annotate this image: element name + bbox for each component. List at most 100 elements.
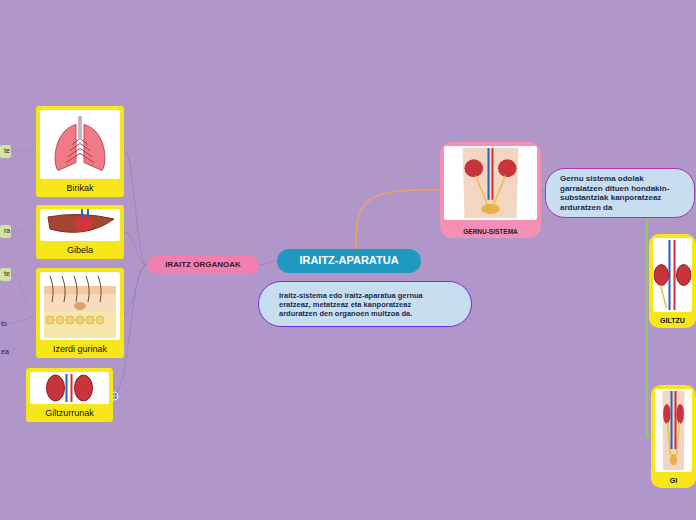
sub-topic: te (0, 145, 11, 158)
node-text: IRAITZ ORGANOAK (151, 260, 255, 270)
image-node: GILTZU (649, 234, 696, 328)
connector (11, 151, 36, 152)
bronchus (80, 139, 88, 145)
image-node: Izerdi gurinak (36, 268, 124, 358)
kidney (663, 404, 670, 424)
epidermis (44, 286, 116, 294)
artery (674, 240, 676, 310)
kidney (676, 404, 683, 424)
sub-topic: te (0, 268, 11, 281)
picture-frame (655, 389, 692, 472)
artery (675, 391, 677, 449)
node-caption: GERNU-SISTEMA (440, 228, 541, 235)
vein (66, 374, 68, 402)
leader-line (10, 330, 36, 352)
picture-frame (40, 110, 120, 179)
lung (55, 125, 76, 171)
fat-cell (76, 316, 84, 324)
connector (259, 261, 277, 265)
hair (50, 276, 53, 302)
bronchus (80, 149, 92, 157)
picture-frame (40, 272, 120, 340)
picture (40, 272, 120, 340)
illustration (649, 234, 696, 328)
node-caption: Izerdi gurinak (36, 345, 124, 355)
fat-cell (56, 316, 64, 324)
dermis (44, 294, 116, 312)
node-caption: Giltzurrunak (26, 409, 113, 419)
lung (84, 125, 105, 171)
sub-topic: ra (0, 225, 11, 238)
connector (11, 275, 36, 314)
fat-cell (96, 316, 104, 324)
node-caption: Birikak (36, 184, 124, 194)
artery (71, 374, 73, 402)
kidney (498, 159, 517, 177)
node-text: te (4, 147, 7, 155)
connector (124, 152, 147, 266)
node-caption: Gibela (36, 246, 124, 256)
illustration (440, 142, 541, 238)
picture-frame (40, 209, 120, 241)
node-text: ra (4, 227, 7, 235)
kidney (677, 265, 691, 286)
bladder (670, 454, 677, 466)
fat-layer (44, 312, 116, 338)
picture-frame (30, 372, 109, 404)
picture (40, 110, 120, 179)
node-text: te (4, 270, 7, 278)
bronchus (66, 154, 80, 163)
picture (40, 209, 120, 241)
picture (655, 389, 692, 472)
kidney (654, 265, 668, 286)
image-node: Birikak (36, 106, 124, 197)
cut-label: to (1, 320, 7, 327)
central-topic: IRAITZ-APARATUA (277, 249, 421, 273)
kidney (464, 159, 483, 177)
leader-line (10, 316, 36, 324)
bronchus (80, 154, 94, 163)
fat-cell (86, 316, 94, 324)
connector (124, 232, 147, 265)
kidney (47, 375, 65, 401)
torso (662, 391, 684, 470)
heart (75, 215, 93, 231)
fat-cell (66, 316, 74, 324)
hair (62, 276, 65, 302)
node-caption: GI (651, 477, 696, 485)
ureter (661, 285, 667, 308)
trachea (78, 116, 82, 138)
image-node: Gibela (36, 205, 124, 259)
hair (86, 276, 89, 302)
node-caption: GILTZU (649, 317, 696, 325)
bronchus (68, 149, 80, 157)
picture-frame (653, 238, 692, 312)
sweat-gland (74, 302, 86, 310)
picture-frame (444, 146, 537, 220)
vessel (82, 209, 88, 219)
description-box: Gernu sistema odolak garraiatzen dituen … (545, 168, 695, 218)
picture (653, 238, 692, 312)
image-node: GI (651, 385, 696, 488)
bronchus (72, 139, 80, 145)
bladder (481, 204, 500, 214)
picture (30, 372, 109, 404)
kidney (75, 375, 93, 401)
connector (356, 190, 440, 249)
ureter (476, 176, 506, 206)
node-text: Iraitz-sistema edo iraitz-aparatua gernu… (279, 291, 443, 318)
ureter (668, 422, 680, 455)
vein (488, 148, 490, 200)
node-text: IRAITZ-APARATUA (281, 254, 417, 267)
branch-topic: IRAITZ ORGANOAK (147, 256, 259, 274)
connector (124, 265, 147, 313)
image-node: GERNU-SISTEMA (440, 142, 541, 238)
fat-cell (46, 316, 54, 324)
vein (671, 391, 673, 449)
description-box: Iraitz-sistema edo iraitz-aparatua gernu… (258, 281, 472, 327)
picture (444, 146, 537, 220)
connector (11, 231, 36, 233)
artery (492, 148, 494, 200)
